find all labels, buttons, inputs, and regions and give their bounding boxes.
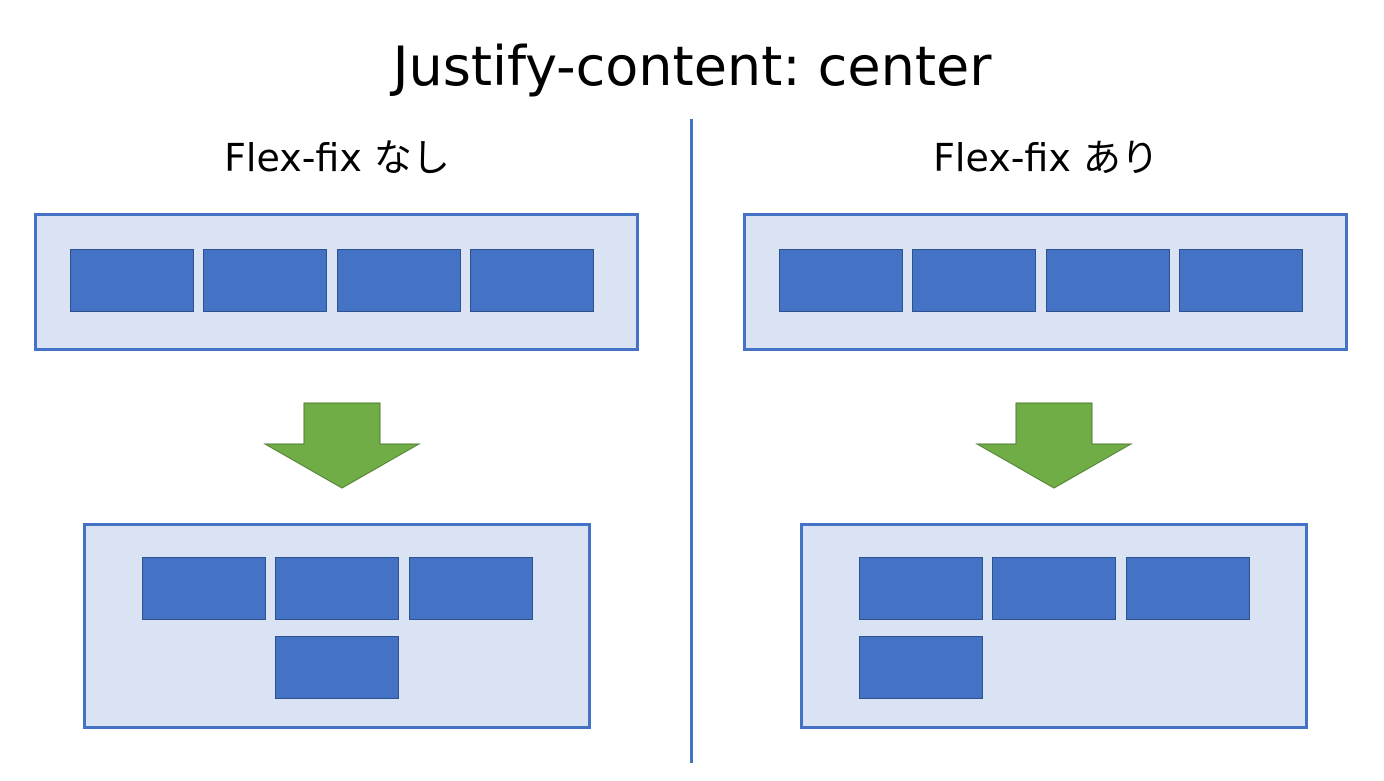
panel-title-right: Flex-fix あり <box>933 136 1159 180</box>
flex-item <box>1126 557 1250 620</box>
flex-item <box>275 557 399 620</box>
flex-item <box>409 557 533 620</box>
flex-item <box>1179 249 1303 312</box>
down-arrow-icon <box>263 402 421 489</box>
flex-item <box>779 249 903 312</box>
down-arrow-icon <box>975 402 1133 489</box>
after-container-right <box>800 523 1308 729</box>
flex-item <box>992 557 1116 620</box>
flex-item <box>337 249 461 312</box>
flex-item <box>912 249 1036 312</box>
after-container-left <box>83 523 591 729</box>
before-container-left <box>34 213 639 351</box>
flex-item <box>142 557 266 620</box>
flex-item <box>70 249 194 312</box>
panel-divider <box>690 119 693 763</box>
panel-title-left: Flex-fix なし <box>224 136 450 180</box>
flex-item <box>1046 249 1170 312</box>
page-title: Justify-content: center <box>392 35 992 98</box>
flex-item <box>859 636 983 699</box>
flex-item <box>470 249 594 312</box>
flex-item <box>859 557 983 620</box>
before-container-right <box>743 213 1348 351</box>
flex-item <box>275 636 399 699</box>
flex-item <box>203 249 327 312</box>
